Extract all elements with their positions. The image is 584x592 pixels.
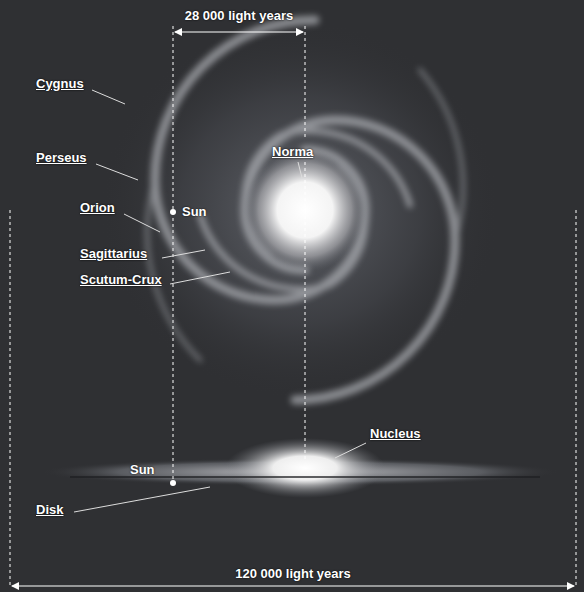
- arm-label: Sagittarius: [80, 246, 147, 261]
- dimension-label: 120 000 light years: [235, 566, 351, 581]
- sun-dot: [170, 480, 176, 486]
- dimension-label: 28 000 light years: [185, 8, 293, 23]
- sun-label: Sun: [182, 204, 207, 219]
- dimension-arrow: [12, 585, 574, 586]
- nucleus-label: Nucleus: [370, 426, 421, 441]
- leader-lines: [74, 90, 366, 512]
- galaxy-halo: [100, 20, 500, 400]
- arm-label: Perseus: [36, 150, 87, 165]
- arm-label: Norma: [272, 144, 313, 159]
- sun-dot: [170, 209, 176, 215]
- disk-label: Disk: [36, 502, 63, 517]
- arm-label: Orion: [80, 200, 115, 215]
- arm-label: Scutum-Crux: [80, 272, 162, 287]
- arm-label: Cygnus: [36, 76, 84, 91]
- sun-label: Sun: [130, 462, 155, 477]
- dimension-lines: [10, 26, 576, 586]
- dimension-arrow: [175, 31, 303, 32]
